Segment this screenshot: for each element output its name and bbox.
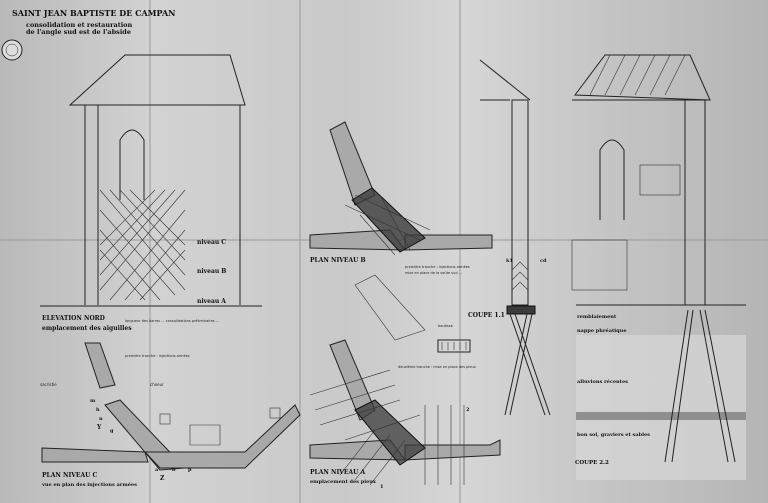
coupe-1-1-drawing [479, 59, 551, 416]
elevation-nord-drawing [40, 54, 262, 307]
coupe-2-2-title: COUPE 2.2 [575, 460, 609, 466]
coupe-1-1-title: COUPE 1.1 [468, 312, 505, 319]
archive-stamp [1, 39, 23, 61]
point-label: Y [96, 424, 102, 431]
elevation-note: longueur des barres ... consolidations p… [125, 319, 219, 323]
plan-c-subtitle: vue en plan des injections armées [41, 481, 137, 488]
point-label: b [172, 467, 176, 473]
drawing-subtitle: consolidation et restauration [26, 21, 133, 29]
plan-b-note: première tranche : injections armées [405, 265, 470, 269]
plan-b-note: mise en place de la voûte sud ... [405, 271, 462, 275]
plan-b-title: PLAN NIVEAU B [310, 257, 366, 264]
stratum-label: remblaiement [577, 314, 617, 320]
drawing-subtitle: de l'angle sud est de l'abside [26, 28, 131, 36]
point-label: a [155, 467, 159, 473]
point-label: m [90, 398, 96, 404]
level-label-a: niveau A [197, 298, 226, 305]
plan-niveau-c-drawing [41, 342, 301, 471]
point-label: g [110, 428, 114, 434]
plan-c-title: PLAN NIVEAU C [42, 472, 97, 479]
elevation-subtitle: emplacement des aiguilles [42, 325, 132, 332]
plan-niveau-a-drawing [309, 339, 501, 486]
point-label: Z [160, 475, 165, 482]
section-mark: 1 [380, 484, 383, 490]
coupe-mark: cd [540, 258, 547, 264]
point-label: n [99, 416, 103, 422]
coupe-2-2-drawing [571, 54, 746, 480]
stratum-label: bon sol, graviers et sables [577, 432, 650, 438]
elevation-title: ELEVATION NORD [42, 315, 105, 322]
stratum-label: nappe phréatique [577, 327, 627, 334]
level-label-b: niveau B [197, 268, 226, 275]
section-mark: 2 [466, 407, 470, 413]
plan-a-note: deuxième tranche : mise en place des pie… [398, 365, 476, 369]
room-label-sacristie: sacristie [40, 382, 57, 387]
plan-a-subtitle: emplacement des pieux [310, 479, 377, 485]
point-label: p [188, 467, 192, 473]
plan-a-title: PLAN NIVEAU A [310, 469, 365, 476]
level-label-c: niveau C [197, 239, 226, 246]
plan-c-note: première tranche : injections armées [125, 354, 190, 358]
stratum-label: alluvions récentes [577, 378, 628, 385]
boutisse-label: boutisse [438, 324, 453, 328]
coupe-mark: k1 [506, 258, 513, 264]
boutisse-detail [354, 274, 471, 353]
drawing-title: SAINT JEAN BAPTISTE DE CAMPAN [12, 8, 175, 18]
point-label: h [96, 407, 100, 413]
plan-niveau-b-drawing [309, 121, 493, 256]
room-label-choeur: choeur [150, 382, 164, 387]
